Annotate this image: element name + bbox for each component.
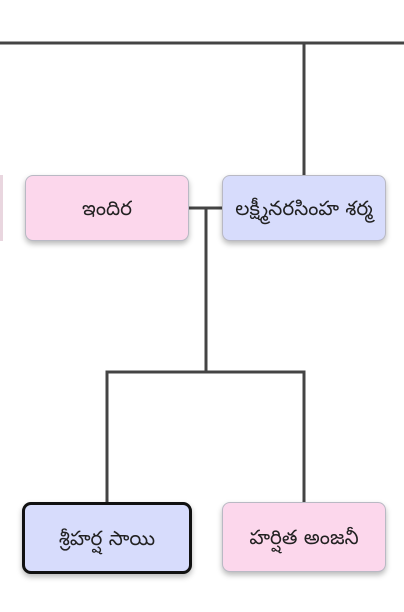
offscreen-node-edge	[0, 175, 3, 241]
person-name: ఇందిర	[82, 196, 132, 220]
person-card-indira[interactable]: ఇందిర	[25, 175, 189, 241]
person-name: హర్షిత అంజనీ	[249, 525, 359, 549]
person-card-harshita[interactable]: హర్షిత అంజనీ	[222, 502, 386, 572]
person-card-sriharsha[interactable]: శ్రీహర్ష సాయి	[22, 502, 192, 574]
person-name: లక్ష్మీనరసింహ శర్మ	[235, 196, 373, 220]
person-name: శ్రీహర్ష సాయి	[58, 526, 156, 550]
person-card-lakshmi[interactable]: లక్ష్మీనరసింహ శర్మ	[222, 175, 386, 241]
